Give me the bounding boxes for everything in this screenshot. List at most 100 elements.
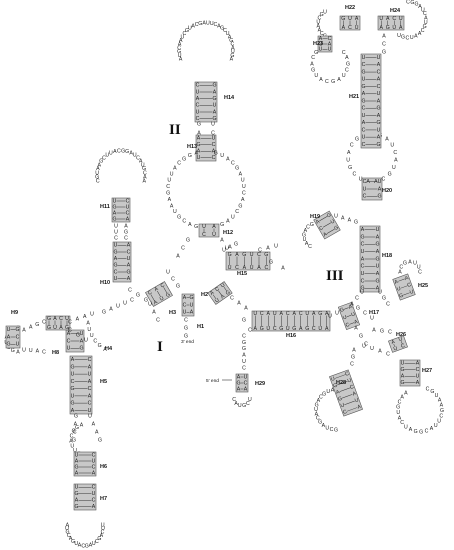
nucleotide: U (80, 331, 84, 337)
base-pair-bond (401, 341, 403, 345)
nucleotide: U (399, 16, 403, 22)
nucleotide: A (293, 311, 297, 317)
nucleotide: C (92, 485, 96, 491)
nucleotide: A (178, 41, 182, 47)
nucleotide: C (230, 295, 234, 301)
nucleotide: G (212, 83, 216, 89)
nucleotide: A (152, 309, 156, 315)
nucleotide: G (74, 491, 78, 497)
nucleotide: A (319, 36, 323, 42)
base-pair-bond (349, 322, 355, 325)
nucleotide: U (74, 541, 78, 547)
nucleotide: U (53, 325, 57, 331)
nucleotide: G (234, 241, 238, 247)
nucleotide: C (312, 326, 316, 332)
nucleotide: U (342, 314, 348, 321)
helix-box (195, 134, 217, 162)
nucleotide: G (403, 261, 407, 267)
nucleotide: A (398, 415, 402, 421)
nucleotide: A (352, 347, 356, 353)
nucleotide: U (377, 127, 381, 133)
nucleotide: G (346, 61, 350, 67)
helix-box (329, 369, 363, 417)
nucleotide: C (407, 282, 413, 289)
nucleotide: G (400, 380, 404, 386)
nucleotide: A (386, 16, 390, 22)
nucleotide: C (400, 420, 404, 426)
nucleotide: G (35, 322, 39, 328)
nucleotide: C (81, 543, 85, 549)
nucleotide: U (370, 315, 374, 321)
nucleotide: U (396, 286, 402, 293)
nucleotide: U (361, 249, 365, 255)
nucleotide: U (92, 491, 96, 497)
domain-label-i: I (157, 339, 163, 355)
nucleotide: U (328, 47, 332, 53)
helix-label-h7: H7 (100, 496, 107, 502)
base-pair-bond (346, 314, 352, 318)
nucleotide: U (266, 326, 270, 332)
nucleotide: C (147, 290, 153, 297)
nucleotide: U (401, 361, 405, 367)
nucleotide: A (176, 253, 180, 259)
nucleotide: G (375, 242, 379, 248)
nucleotide: A (196, 96, 200, 102)
nucleotide: G (279, 326, 283, 332)
nucleotide: A (142, 179, 146, 185)
nucleotide: C (353, 172, 357, 178)
nucleotide: G (260, 326, 264, 332)
nucleotide: G (65, 325, 69, 331)
helix-label-h28: H28 (336, 380, 346, 386)
helix-label-h12: H12 (223, 230, 233, 236)
nucleotide: U (378, 179, 382, 185)
nucleotide: U (101, 526, 105, 532)
nucleotide: C (328, 36, 332, 42)
nucleotide: U (88, 372, 92, 378)
base-pair-bond (150, 294, 155, 301)
nucleotide: U (183, 310, 187, 316)
nucleotide: U (114, 229, 118, 235)
nucleotide: C (388, 329, 392, 335)
nucleotide: U (434, 423, 438, 429)
nucleotide: U (114, 223, 118, 229)
nucleotide: C (95, 539, 99, 545)
nucleotide: A (243, 265, 247, 271)
helix-label-h25: H25 (418, 283, 428, 289)
nucleotide: A (348, 304, 354, 311)
nucleotide: U (92, 458, 96, 464)
nucleotide: C (363, 194, 367, 200)
nucleotide: A (220, 293, 227, 300)
nucleotide: G (47, 325, 51, 331)
nucleotide: G (188, 153, 192, 159)
nucleotide: A (170, 203, 174, 209)
nucleotide: A (235, 252, 239, 258)
nucleotide: U (220, 282, 227, 289)
nucleotide: A (126, 216, 130, 222)
nucleotide: G (113, 249, 117, 255)
nucleotide: G (361, 69, 365, 75)
nucleotide: A (266, 245, 270, 251)
nucleotide: G (320, 12, 324, 18)
nucleotide: G (176, 283, 180, 289)
helix-box (69, 355, 93, 415)
nucleotide: G (72, 437, 76, 443)
nucleotide: U (228, 265, 232, 271)
nucleotide: C (416, 367, 420, 373)
nucleotide: G (355, 137, 359, 143)
nucleotide: U (248, 397, 252, 403)
nucleotide: G (396, 405, 400, 411)
nucleotide: G (440, 408, 444, 414)
nucleotide: U (90, 311, 94, 317)
nucleotide: U (126, 204, 130, 210)
helix-label-h16: H16 (286, 333, 296, 339)
helix-box (45, 315, 71, 331)
nucleotide: U (378, 289, 382, 295)
nucleotide: C (92, 464, 96, 470)
nucleotide: U (410, 35, 414, 41)
nucleotide: G (220, 26, 224, 32)
